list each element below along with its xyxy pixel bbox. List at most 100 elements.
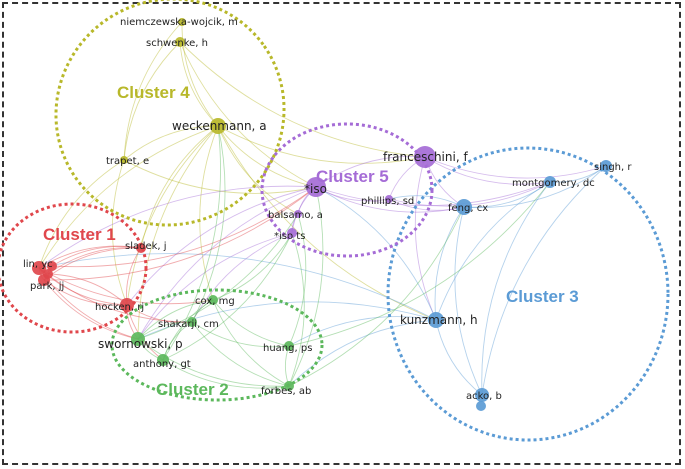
link-feng-kunzmann — [434, 206, 465, 321]
link-forbes-isots — [288, 232, 305, 387]
link-iso-feng — [315, 186, 465, 213]
node-niemczewska[interactable] — [178, 18, 186, 26]
link-huang-balsamo — [288, 213, 307, 347]
node-swornowski[interactable] — [131, 332, 145, 346]
cluster-outline-c1 — [0, 202, 148, 334]
node-feng[interactable] — [456, 199, 472, 215]
link-swornowski-forbes — [137, 338, 290, 387]
link-niemczewska-trapet — [123, 21, 183, 161]
link-singh-acko — [481, 165, 607, 396]
link-coxmg-anthony — [162, 299, 214, 361]
node-label-singh: singh, r — [594, 162, 632, 173]
link-weckenmann-swornowski — [137, 125, 219, 340]
node-label-franceschini: franceschini, f — [383, 150, 468, 164]
node-weckenmann[interactable] — [210, 118, 226, 134]
link-kunzmann-linyc — [38, 253, 437, 321]
link-schwenke-trapet — [123, 41, 181, 161]
node-label-huang: huang, ps — [263, 343, 312, 354]
node-forbes[interactable] — [284, 381, 294, 391]
clusters-layer: Cluster 1 Cluster 2 Cluster 3 Cluster 4 Clus… — [0, 0, 670, 442]
node-label-kunzmann: kunzmann, h — [400, 313, 478, 327]
cluster-label-c2: Cluster 2 — [156, 380, 229, 399]
link-isots-shakarji — [191, 232, 293, 323]
link-huang-montgomery — [288, 181, 551, 347]
link-shakarji-huang — [191, 321, 290, 348]
node-anthony[interactable] — [157, 354, 169, 366]
link-shakarji-forbes — [191, 321, 290, 387]
node-label-coxmg: cox, mg — [195, 296, 235, 307]
link-franceschini-kunzmann — [414, 156, 437, 321]
node-sladek[interactable] — [136, 243, 146, 253]
node-shakarji[interactable] — [187, 317, 197, 327]
node-franceschini[interactable] — [414, 146, 436, 168]
node-label-trapet: trapet, e — [106, 156, 149, 167]
node-red5[interactable] — [43, 269, 53, 279]
link-trapet-linyc — [38, 159, 125, 269]
node-montgomery[interactable] — [544, 176, 556, 188]
node-isots[interactable] — [287, 228, 297, 238]
cluster-outline-c4 — [54, 0, 286, 227]
node-label-parkjj: park, jj — [30, 281, 64, 292]
link-iso-montgomery — [315, 181, 551, 207]
link-feng-acko — [454, 206, 483, 396]
node-coxmg[interactable] — [208, 295, 218, 305]
link-franceschini-singh — [424, 156, 607, 179]
link-weckenmann-kunzmann — [217, 125, 437, 321]
link-feng-montgomery — [463, 181, 551, 208]
node-huang[interactable] — [284, 341, 294, 351]
link-kunzmann-huang — [288, 316, 437, 347]
link-forbes-feng — [288, 206, 465, 387]
node-label-linyc: lin, yc — [23, 259, 53, 270]
node-kunzmann[interactable] — [428, 312, 444, 328]
node-label-shakarji: shakarji, cm — [158, 319, 219, 330]
node-phillips[interactable] — [385, 195, 393, 203]
link-iso-hocken — [126, 186, 317, 306]
link-weckenmann-trapet — [123, 125, 219, 161]
link-coxmg-forbes — [212, 299, 290, 387]
node-label-weckenmann: weckenmann, a — [172, 119, 267, 133]
link-montgomery-acko — [481, 181, 551, 396]
link-montgomery-kunzmann — [435, 181, 551, 321]
link-schwenke-franceschini — [179, 41, 426, 158]
node-label-isots: *iso ts — [274, 231, 305, 242]
link-coxmg-isots — [212, 232, 293, 301]
node-red4[interactable] — [47, 261, 57, 271]
link-feng-singh — [463, 165, 607, 208]
node-acko2[interactable] — [476, 401, 486, 411]
link-franceschini-montgomery — [424, 156, 551, 185]
link-iso-linyc — [38, 185, 317, 269]
node-trapet[interactable] — [120, 156, 128, 164]
cluster-outline-c2 — [110, 288, 324, 402]
link-sladek-red5 — [47, 247, 142, 275]
node-label-anthony: anthony, gt — [133, 359, 191, 370]
node-label-feng: feng, cx — [448, 203, 488, 214]
node-schwenke[interactable] — [175, 37, 185, 47]
link-weckenmann-iso — [217, 125, 317, 188]
link-niemczewska-weckenmann — [181, 21, 219, 127]
node-label-forbes: forbes, ab — [261, 386, 311, 397]
node-acko[interactable] — [475, 388, 489, 402]
node-label-niemczewska: niemczewska-wojcik, m — [120, 17, 238, 28]
link-schwenke-weckenmann — [179, 41, 219, 127]
node-label-sladek: sladek, j — [125, 241, 167, 252]
node-balsamo[interactable] — [294, 210, 302, 218]
link-sladek-parkjj — [43, 247, 142, 281]
node-label-acko: acko, b — [466, 391, 502, 402]
node-iso[interactable] — [306, 177, 326, 197]
node-singh[interactable] — [600, 160, 612, 172]
node-hocken[interactable] — [120, 298, 134, 312]
link-red4-iso — [51, 186, 317, 268]
node-linyc[interactable] — [32, 261, 46, 275]
link-iso-swornowski — [137, 186, 317, 340]
link-parkjj-hocken — [43, 279, 128, 306]
cluster-label-c5: Cluster 5 — [316, 167, 389, 186]
link-trapet-iso — [123, 159, 317, 194]
cluster-label-c1: Cluster 1 — [43, 225, 116, 244]
cluster-label-c4: Cluster 4 — [117, 83, 190, 102]
nodes-layer — [32, 18, 612, 411]
link-kunzmann-swornowski — [137, 301, 437, 340]
cluster-label-c3: Cluster 3 — [506, 287, 579, 306]
link-isots-swornowski — [137, 232, 293, 340]
